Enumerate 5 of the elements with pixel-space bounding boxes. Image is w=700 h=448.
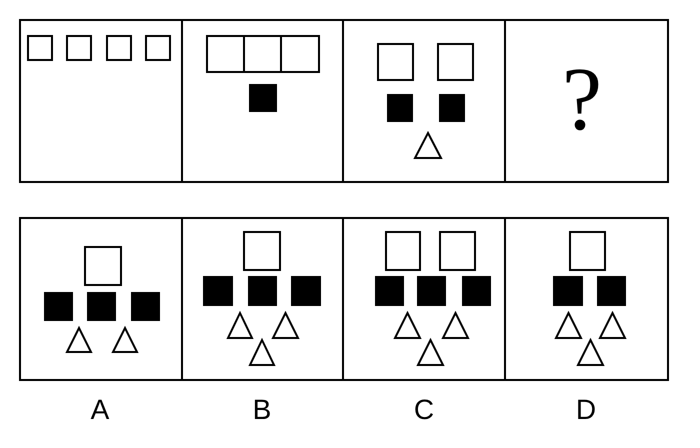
option-letter: A (90, 393, 110, 427)
option-letter: B (252, 393, 272, 427)
question-mark: ? (561, 50, 603, 150)
option-letter: C (412, 393, 436, 427)
option-letter: D (574, 393, 598, 427)
